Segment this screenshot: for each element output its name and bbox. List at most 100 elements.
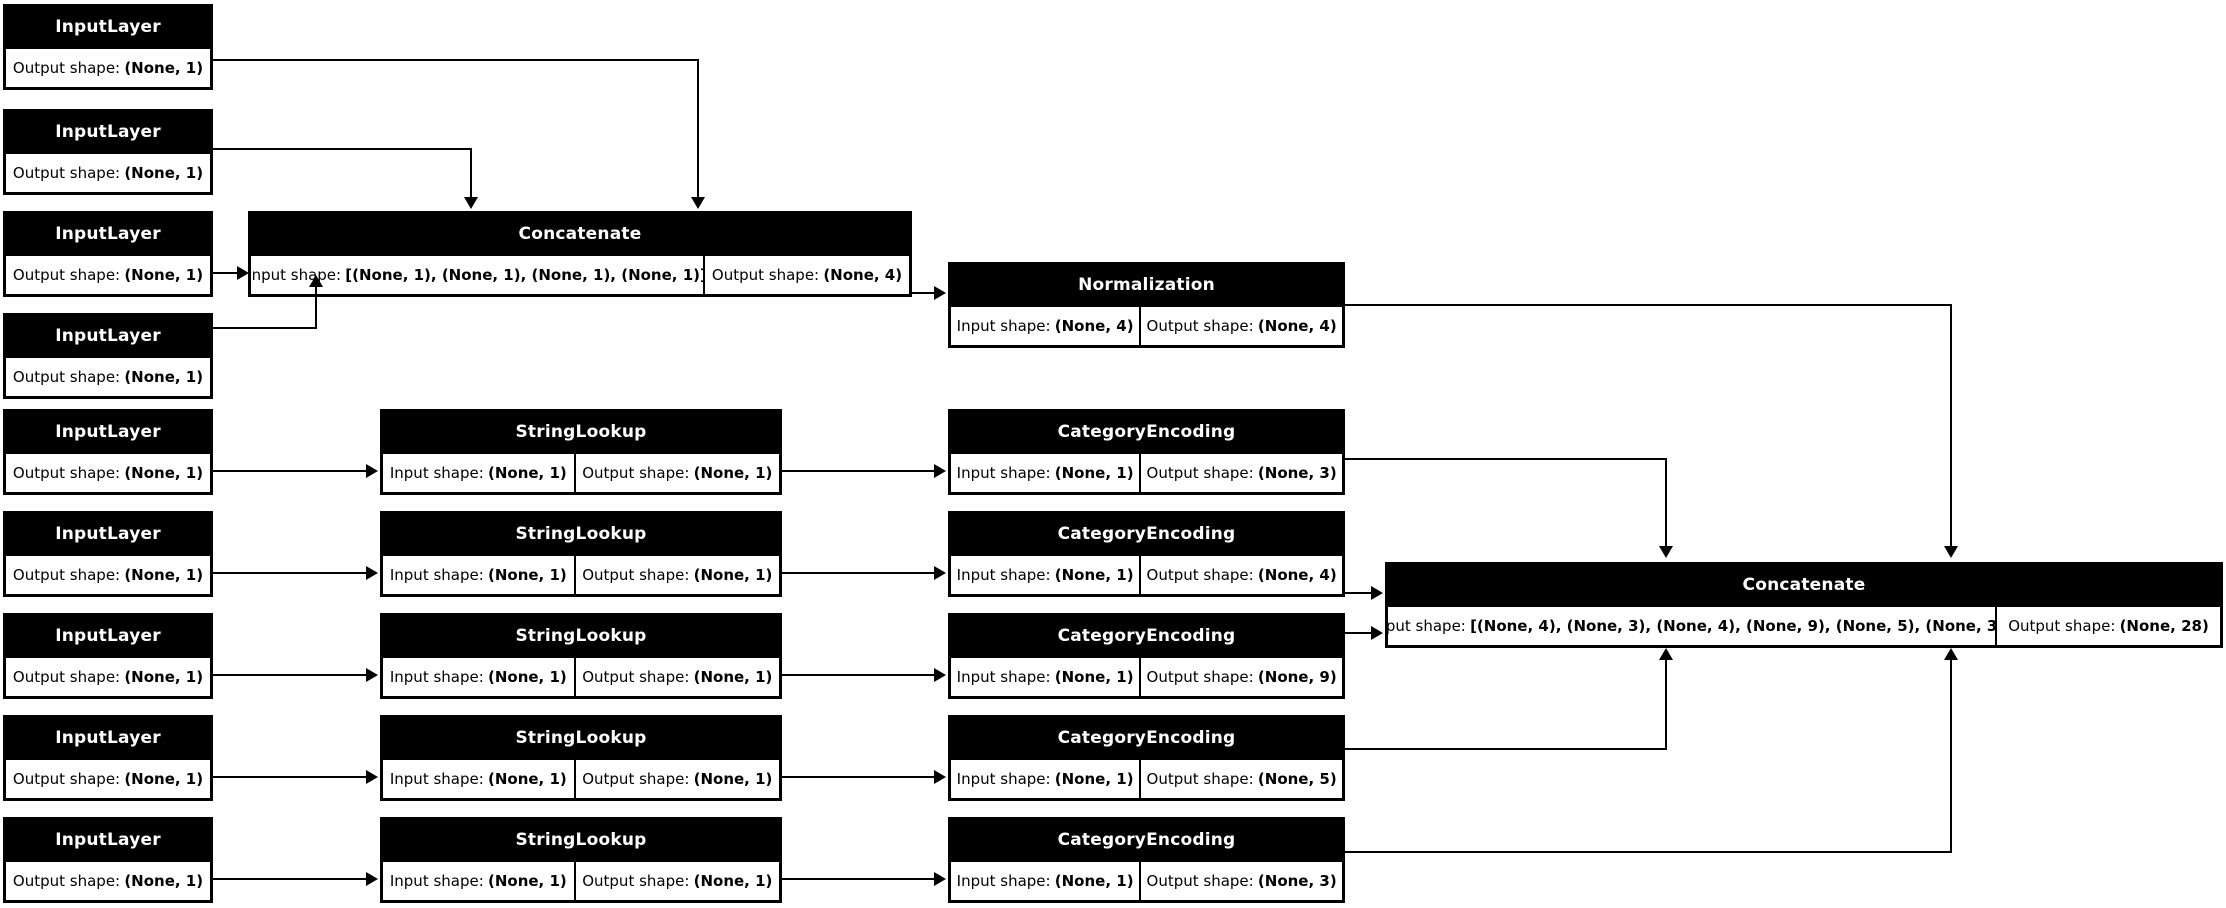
input-shape-value: (None, 1): [487, 872, 567, 890]
input-shape-value: (None, 1): [1054, 668, 1134, 686]
edge-concat-to-normalization-h: [912, 292, 936, 294]
node-input-layer-numeric-3[interactable]: InputLayer Output shape: (None, 1): [3, 211, 213, 297]
output-shape-cell: Output shape: (None, 1): [574, 657, 780, 697]
edge-concat-to-normalization-arrowhead: [934, 286, 946, 300]
node-concatenate-numeric[interactable]: Concatenate Input shape: [(None, 1), (No…: [248, 211, 912, 297]
output-shape-value: (None, 1): [693, 872, 773, 890]
output-shape-cell: Output shape: (None, 1): [5, 255, 211, 295]
edge-catinput3-to-lookup3-arrowhead: [366, 668, 378, 682]
node-input-layer-categorical-1[interactable]: InputLayer Output shape: (None, 1): [3, 409, 213, 495]
node-normalization[interactable]: Normalization Input shape: (None, 4) Out…: [948, 262, 1345, 348]
input-shape-value: (None, 1): [1054, 566, 1134, 584]
node-input-layer-categorical-2[interactable]: InputLayer Output shape: (None, 1): [3, 511, 213, 597]
node-title: InputLayer: [5, 717, 211, 759]
output-shape-cell: Output shape: (None, 4): [1140, 306, 1343, 346]
edge-input4-arrowhead: [309, 275, 323, 287]
output-shape-value: (None, 1): [124, 566, 204, 584]
edge-encoding5-to-concat-h: [1345, 851, 1952, 853]
input-shape-label: Input shape:: [956, 872, 1051, 890]
output-shape-value: (None, 1): [124, 668, 204, 686]
node-input-layer-numeric-4[interactable]: InputLayer Output shape: (None, 1): [3, 313, 213, 399]
node-title: Normalization: [950, 264, 1343, 306]
node-body: Output shape: (None, 1): [5, 357, 211, 397]
edge-input3-to-concat-h: [213, 272, 239, 274]
output-shape-label: Output shape:: [1146, 668, 1254, 686]
node-body: Output shape: (None, 1): [5, 861, 211, 901]
input-shape-cell: Input shape: (None, 1): [382, 861, 575, 901]
node-input-layer-categorical-3[interactable]: InputLayer Output shape: (None, 1): [3, 613, 213, 699]
input-shape-cell: Input shape: (None, 1): [382, 657, 575, 697]
output-shape-cell: Output shape: (None, 1): [574, 759, 780, 799]
edge-input2-to-concat-v: [470, 148, 472, 199]
node-title: CategoryEncoding: [950, 717, 1343, 759]
node-string-lookup-4[interactable]: StringLookup Input shape: (None, 1) Outp…: [380, 715, 782, 801]
node-body: Input shape: (None, 1) Output shape: (No…: [950, 555, 1343, 595]
output-shape-label: Output shape:: [1146, 566, 1254, 584]
output-shape-label: Output shape:: [12, 59, 121, 77]
node-title: InputLayer: [5, 315, 211, 357]
output-shape-label: Output shape:: [2008, 617, 2116, 635]
output-shape-cell: Output shape: (None, 1): [574, 861, 780, 901]
node-body: Input shape: (None, 1) Output shape: (No…: [950, 657, 1343, 697]
node-category-encoding-3[interactable]: CategoryEncoding Input shape: (None, 1) …: [948, 613, 1345, 699]
node-string-lookup-1[interactable]: StringLookup Input shape: (None, 1) Outp…: [380, 409, 782, 495]
output-shape-label: Output shape:: [12, 464, 121, 482]
output-shape-label: Output shape:: [1146, 317, 1254, 335]
edge-catinput4-to-lookup4-h: [213, 776, 368, 778]
node-category-encoding-2[interactable]: CategoryEncoding Input shape: (None, 1) …: [948, 511, 1345, 597]
input-shape-label: Input shape:: [389, 464, 484, 482]
output-shape-value: (None, 1): [124, 770, 204, 788]
edge-input1-arrowhead: [691, 197, 705, 209]
edge-encoding1-to-concat-h: [1345, 458, 1667, 460]
node-title: StringLookup: [382, 513, 780, 555]
output-shape-cell: Output shape: (None, 1): [5, 357, 211, 397]
output-shape-value: (None, 4): [1257, 566, 1337, 584]
node-category-encoding-1[interactable]: CategoryEncoding Input shape: (None, 1) …: [948, 409, 1345, 495]
input-shape-value: (None, 1): [1054, 464, 1134, 482]
output-shape-cell: Output shape: (None, 5): [1140, 759, 1343, 799]
edge-catinput1-to-lookup1-arrowhead: [366, 464, 378, 478]
input-shape-value: [(None, 4), (None, 3), (None, 4), (None,…: [1470, 617, 1996, 635]
output-shape-cell: Output shape: (None, 1): [5, 861, 211, 901]
input-shape-label: Input shape:: [956, 566, 1051, 584]
node-title: InputLayer: [5, 6, 211, 48]
edge-encoding1-to-concat-arrowhead: [1659, 546, 1673, 558]
edge-normalization-to-concat-arrowhead: [1944, 546, 1958, 558]
input-shape-label: Input shape:: [956, 668, 1051, 686]
node-string-lookup-2[interactable]: StringLookup Input shape: (None, 1) Outp…: [380, 511, 782, 597]
node-title: Concatenate: [250, 213, 910, 255]
node-concatenate-all[interactable]: Concatenate Input shape: [(None, 4), (No…: [1385, 562, 2223, 648]
node-string-lookup-3[interactable]: StringLookup Input shape: (None, 1) Outp…: [380, 613, 782, 699]
node-input-layer-numeric-1[interactable]: InputLayer Output shape: (None, 1): [3, 4, 213, 90]
output-shape-value: (None, 1): [124, 872, 204, 890]
node-body: Input shape: (None, 1) Output shape: (No…: [382, 555, 780, 595]
edge-encoding4-to-concat-v: [1665, 660, 1667, 750]
node-category-encoding-5[interactable]: CategoryEncoding Input shape: (None, 1) …: [948, 817, 1345, 903]
edge-encoding4-to-concat-arrowhead: [1659, 648, 1673, 660]
edge-lookup1-to-encoding1-arrowhead: [934, 464, 946, 478]
node-input-layer-categorical-4[interactable]: InputLayer Output shape: (None, 1): [3, 715, 213, 801]
output-shape-label: Output shape:: [582, 668, 690, 686]
node-title: StringLookup: [382, 615, 780, 657]
edge-input2-to-concat-h: [213, 148, 472, 150]
input-shape-value: (None, 1): [487, 464, 567, 482]
edge-lookup4-to-encoding4-arrowhead: [934, 770, 946, 784]
node-category-encoding-4[interactable]: CategoryEncoding Input shape: (None, 1) …: [948, 715, 1345, 801]
node-title: InputLayer: [5, 213, 211, 255]
node-body: Output shape: (None, 1): [5, 255, 211, 295]
node-title: CategoryEncoding: [950, 819, 1343, 861]
edge-catinput2-to-lookup2-arrowhead: [366, 566, 378, 580]
output-shape-cell: Output shape: (None, 1): [574, 555, 780, 595]
edge-input3-arrowhead: [237, 266, 249, 280]
node-body: Input shape: (None, 1) Output shape: (No…: [382, 759, 780, 799]
node-input-layer-categorical-5[interactable]: InputLayer Output shape: (None, 1): [3, 817, 213, 903]
output-shape-value: (None, 4): [823, 266, 903, 284]
node-input-layer-numeric-2[interactable]: InputLayer Output shape: (None, 1): [3, 109, 213, 195]
node-title: CategoryEncoding: [950, 411, 1343, 453]
edge-catinput1-to-lookup1-h: [213, 470, 368, 472]
node-string-lookup-5[interactable]: StringLookup Input shape: (None, 1) Outp…: [380, 817, 782, 903]
node-title: CategoryEncoding: [950, 615, 1343, 657]
edge-catinput2-to-lookup2-h: [213, 572, 368, 574]
output-shape-cell: Output shape: (None, 4): [1140, 555, 1343, 595]
